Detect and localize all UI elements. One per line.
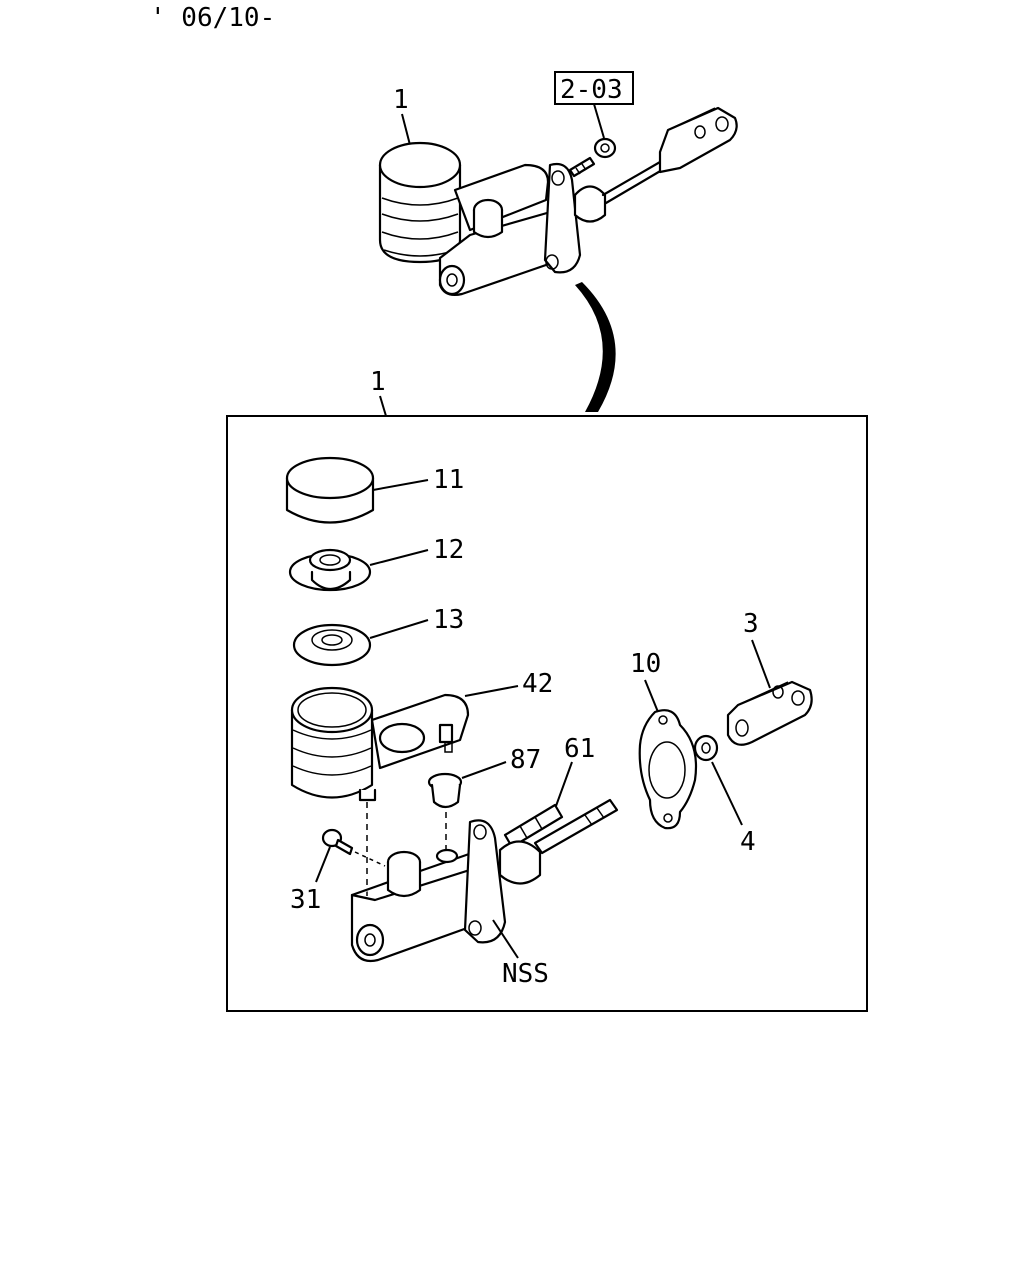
label-p13[interactable]: 13 [433, 605, 464, 635]
part-42-reservoir: 42 [290, 669, 553, 802]
connector-arrow [575, 282, 616, 412]
label-p31[interactable]: 31 [290, 885, 321, 915]
label-p4[interactable]: 4 [740, 827, 756, 857]
label-p61[interactable]: 61 [564, 734, 595, 764]
ref-box-2-03[interactable]: 2-03 [560, 75, 623, 105]
label-p12[interactable]: 12 [433, 535, 464, 565]
label-nss[interactable]: NSS [502, 959, 549, 989]
master-cylinder-body: NSS [350, 798, 619, 989]
label-assembly-box[interactable]: 1 [370, 367, 386, 397]
part-12-diaphragm: 12 [288, 535, 464, 592]
part-31-bolt: 31 [290, 828, 386, 915]
label-p3[interactable]: 3 [743, 609, 759, 639]
label-p42[interactable]: 42 [522, 669, 553, 699]
exploded-view-frame [226, 415, 868, 1012]
top-master-cylinder-assembly: 1 [378, 71, 738, 297]
date-code: ' 06/10- [150, 3, 275, 33]
part-3-clevis: 3 [726, 609, 813, 746]
part-13-plate: 13 [292, 605, 464, 667]
part-4-nut: 4 [693, 734, 756, 857]
label-assembly-top[interactable]: 1 [393, 85, 409, 115]
label-p11[interactable]: 11 [433, 465, 464, 495]
part-87-grommet: 87 [427, 745, 541, 809]
part-11-cap: 11 [285, 456, 464, 524]
label-p87[interactable]: 87 [510, 745, 541, 775]
part-61-stud: 61 [503, 734, 595, 849]
part-10-gasket: 10 [630, 649, 698, 830]
label-p10[interactable]: 10 [630, 649, 661, 679]
